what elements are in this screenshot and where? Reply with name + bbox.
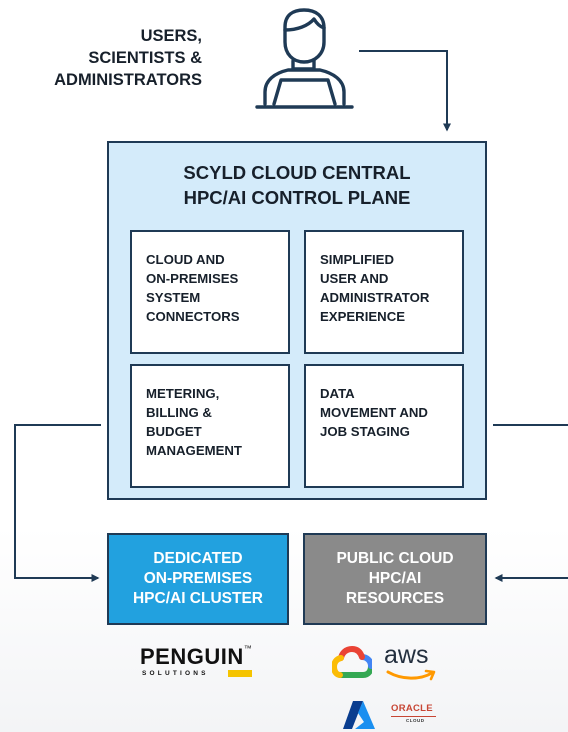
module-line: CONNECTORS	[146, 309, 240, 324]
public-cloud-box: PUBLIC CLOUD HPC/AI RESOURCES	[303, 533, 487, 625]
module-line: ADMINISTRATOR	[320, 290, 430, 305]
module-line: MOVEMENT AND	[320, 405, 428, 420]
on-prem-line-3: HPC/AI CLUSTER	[132, 590, 264, 607]
penguin-solutions-logo: PENGUIN™ SOLUTIONS	[140, 644, 265, 684]
module-line: CLOUD AND	[146, 252, 225, 267]
public-cloud-line-1: PUBLIC CLOUD	[336, 550, 454, 567]
public-cloud-line-2: HPC/AI	[368, 570, 422, 587]
arrow-users-to-control-plane	[359, 50, 451, 132]
module-user-experience: SIMPLIFIED USER AND ADMINISTRATOR EXPERI…	[304, 230, 464, 354]
oracle-logo-sub: CLOUD	[406, 718, 425, 723]
users-label-line-3: ADMINISTRATORS	[54, 71, 202, 89]
users-label-line-1: USERS,	[140, 27, 202, 45]
module-line: MANAGEMENT	[146, 443, 242, 458]
penguin-logo-accent	[228, 670, 252, 677]
module-connectors: CLOUD AND ON-PREMISES SYSTEM CONNECTORS	[130, 230, 290, 354]
module-data-movement: DATA MOVEMENT AND JOB STAGING	[304, 364, 464, 488]
control-plane: SCYLD CLOUD CENTRAL HPC/AI CONTROL PLANE…	[107, 141, 487, 500]
module-line: JOB STAGING	[320, 424, 410, 439]
control-plane-title-line-1: SCYLD CLOUD CENTRAL	[183, 162, 411, 183]
oracle-logo-rule	[391, 716, 436, 717]
aws-logo: aws	[384, 641, 444, 683]
control-plane-title: SCYLD CLOUD CENTRAL HPC/AI CONTROL PLANE	[109, 160, 485, 210]
module-line: ON-PREMISES	[146, 271, 239, 286]
module-line: METERING,	[146, 386, 220, 401]
penguin-logo-sub: SOLUTIONS	[142, 670, 209, 677]
oracle-logo-word: ORACLE	[391, 703, 433, 714]
aws-smile-icon	[386, 669, 436, 681]
google-cloud-icon	[332, 645, 372, 678]
aws-logo-word: aws	[384, 641, 429, 669]
module-line: EXPERIENCE	[320, 309, 406, 324]
arrow-control-plane-to-on-prem	[14, 424, 101, 582]
on-prem-line-2: ON-PREMISES	[143, 570, 253, 587]
module-line: BILLING &	[146, 405, 212, 420]
users-label-line-2: SCIENTISTS &	[88, 49, 202, 67]
public-cloud-line-3: RESOURCES	[345, 590, 445, 607]
on-prem-line-1: DEDICATED	[153, 550, 243, 567]
module-line: BUDGET	[146, 424, 202, 439]
control-plane-title-line-2: HPC/AI CONTROL PLANE	[183, 187, 411, 208]
oracle-cloud-logo: ORACLE CLOUD	[391, 703, 439, 725]
user-at-laptop-icon	[255, 8, 354, 109]
on-prem-cluster-box: DEDICATED ON-PREMISES HPC/AI CLUSTER	[107, 533, 289, 625]
azure-icon	[343, 701, 375, 729]
penguin-logo-tm: ™	[243, 644, 252, 653]
module-line: SIMPLIFIED	[320, 252, 394, 267]
users-label: USERS, SCIENTISTS & ADMINISTRATORS	[12, 25, 202, 91]
module-line: SYSTEM	[146, 290, 201, 305]
module-line: DATA	[320, 386, 355, 401]
penguin-logo-word: PENGUIN	[140, 644, 244, 669]
module-metering-billing: METERING, BILLING & BUDGET MANAGEMENT	[130, 364, 290, 488]
module-line: USER AND	[320, 271, 389, 286]
